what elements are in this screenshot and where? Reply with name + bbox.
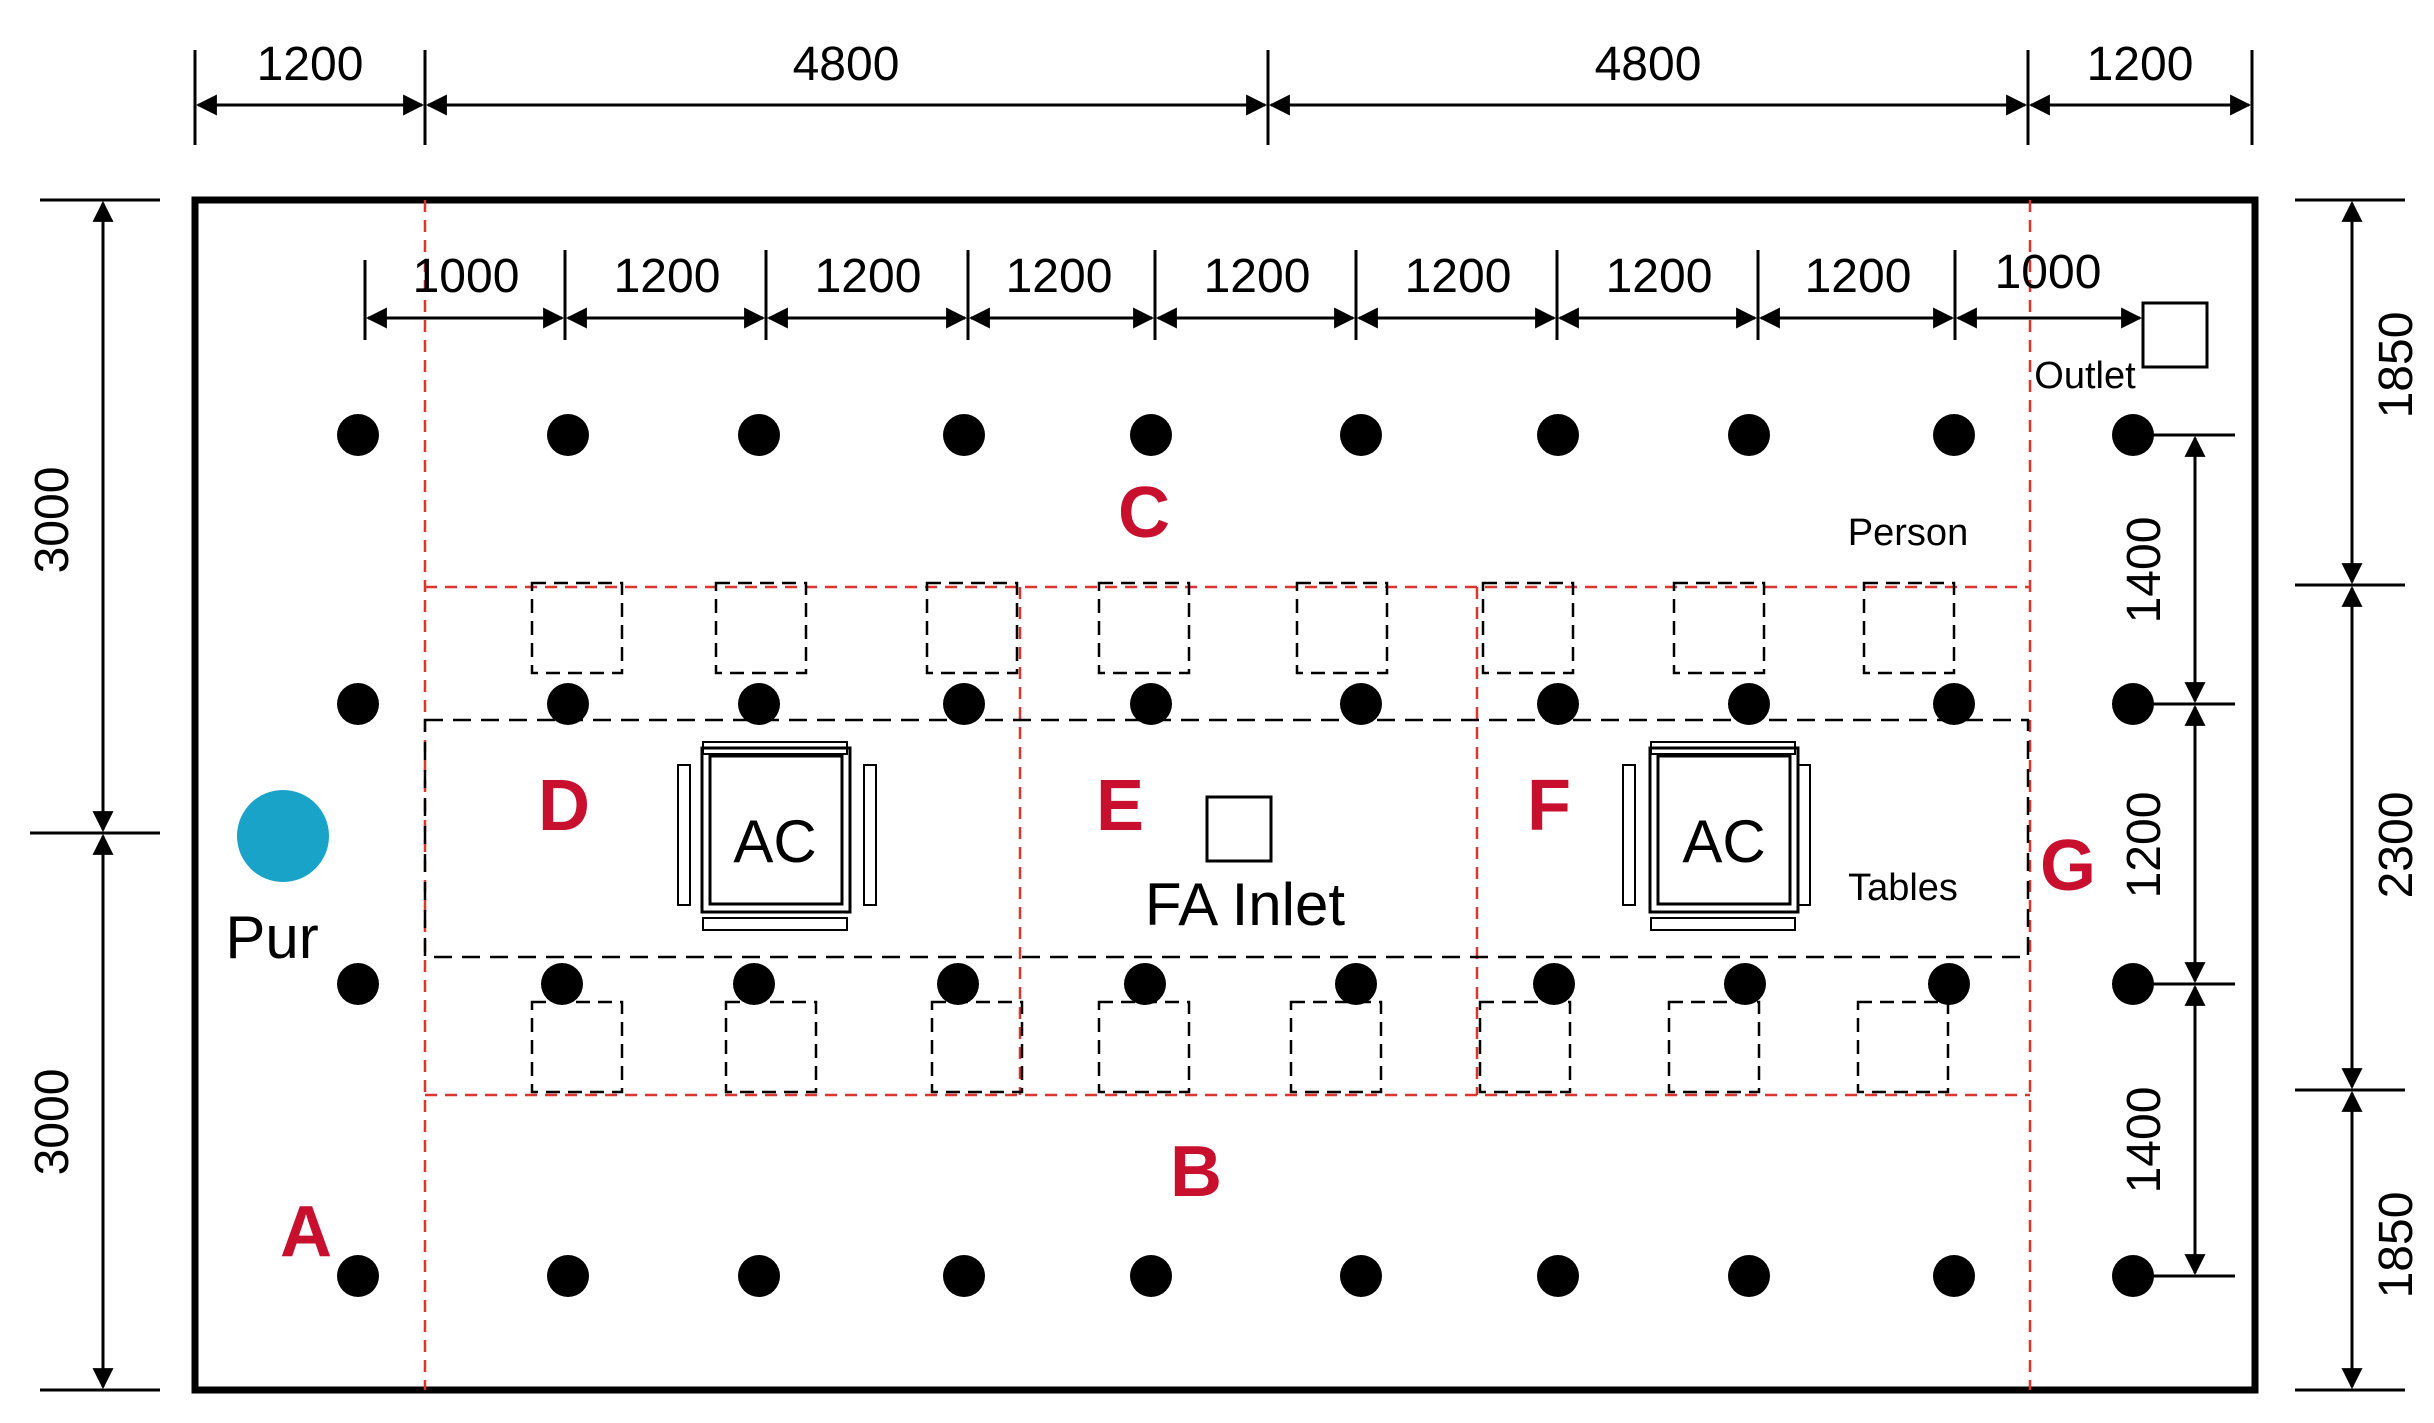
- ac-label-left: AC: [733, 808, 816, 875]
- top-dim-1: 1200: [257, 38, 364, 91]
- right-outer-dim-3: 1850: [2370, 1192, 2423, 1299]
- tables-label: Tables: [1848, 867, 1958, 909]
- ac-unit-left: [677, 741, 877, 931]
- zone-label-d: D: [538, 766, 590, 846]
- inner-dim-3: 1200: [815, 250, 922, 303]
- right-inner-dimension: [2140, 433, 2235, 1278]
- purifier-circle: [237, 790, 329, 882]
- left-dim-2: 3000: [26, 1069, 79, 1176]
- zone-label-b: B: [1170, 1132, 1222, 1212]
- measurement-points: [337, 414, 2154, 1297]
- outlet-square: [2141, 301, 2209, 369]
- zone-letters: A B C D E F G: [280, 473, 2096, 1272]
- top-dim-3: 4800: [1595, 38, 1702, 91]
- zone-label-a: A: [280, 1192, 332, 1272]
- person-label: Person: [1848, 512, 1968, 554]
- right-inner-dim-1: 1400: [2118, 517, 2171, 624]
- tables-area: [423, 718, 2030, 959]
- top-dimension: [193, 50, 2254, 145]
- inner-dimension: [363, 250, 2143, 340]
- inner-dim-5: 1200: [1204, 250, 1311, 303]
- top-dim-2: 4800: [793, 38, 900, 91]
- outlet-label: Outlet: [2034, 355, 2136, 397]
- top-dim-4: 1200: [2087, 38, 2194, 91]
- left-dimension: [30, 198, 160, 1392]
- right-outer-dim-2: 2300: [2370, 792, 2423, 899]
- inner-dim-9: 1000: [1995, 246, 2102, 299]
- fa-inlet-label: FA Inlet: [1145, 871, 1345, 938]
- zone-label-e: E: [1096, 766, 1144, 846]
- room-wall: [191, 196, 2259, 1394]
- ac-label-right: AC: [1682, 808, 1765, 875]
- right-inner-dim-2: 1200: [2118, 792, 2171, 899]
- ac-unit-right: [1622, 741, 1811, 931]
- fa-inlet-square: [1205, 795, 1273, 863]
- purifier-label: Pur: [225, 904, 318, 971]
- right-outer-dimension: [2295, 198, 2405, 1392]
- zone-label-c: C: [1118, 473, 1170, 553]
- inner-dim-8: 1200: [1805, 250, 1912, 303]
- right-inner-dim-3: 1400: [2118, 1087, 2171, 1194]
- zone-label-g: G: [2040, 826, 2096, 906]
- left-dim-1: 3000: [26, 467, 79, 574]
- inner-dim-1: 1000: [413, 250, 520, 303]
- inner-dim-7: 1200: [1606, 250, 1713, 303]
- inner-dim-6: 1200: [1405, 250, 1512, 303]
- zone-label-f: F: [1527, 766, 1571, 846]
- inner-dim-2: 1200: [614, 250, 721, 303]
- inner-dim-4: 1200: [1006, 250, 1113, 303]
- person-seats: [530, 581, 1956, 1094]
- zone-boundaries: [423, 200, 2032, 1390]
- right-outer-dim-1: 1850: [2370, 312, 2423, 419]
